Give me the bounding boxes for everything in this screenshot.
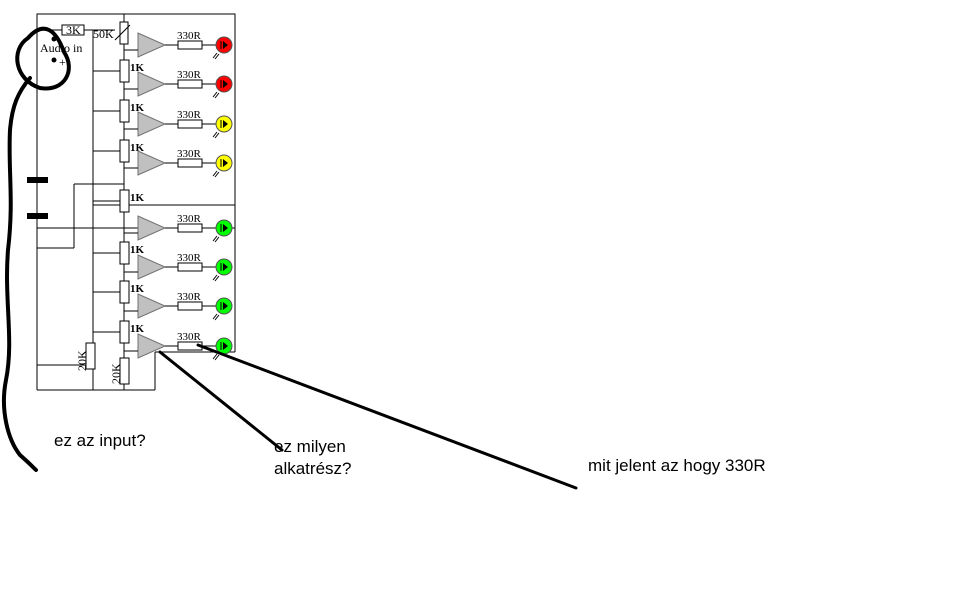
input-pointer-stroke — [1, 76, 38, 472]
input-highlight-circle — [15, 26, 71, 91]
led-light-ray — [214, 354, 220, 361]
led-resistor-label: 330R — [177, 148, 202, 160]
led-symbol-arrow — [223, 342, 228, 350]
divider-resistor-label: 1K — [130, 62, 145, 74]
led-resistor-label: 330R — [177, 30, 202, 42]
divider-resistor — [119, 139, 130, 163]
divider-resistor — [119, 189, 130, 213]
comparator — [137, 111, 167, 137]
divider-resistor-label: 1K — [130, 283, 145, 295]
bottom-resistor-a — [85, 342, 96, 370]
pot-label: 50K — [93, 27, 114, 41]
divider-resistor — [119, 241, 130, 265]
divider-resistor — [119, 280, 130, 304]
led-light-ray — [214, 236, 220, 243]
led-resistor-label: 330R — [177, 213, 202, 225]
resistor-pointer-stroke — [196, 343, 578, 490]
led-light-ray — [212, 353, 218, 360]
led-symbol-arrow — [223, 80, 228, 88]
led-symbol-arrow — [223, 224, 228, 232]
led-resistor-label: 330R — [177, 69, 202, 81]
pot-arrow — [114, 24, 131, 41]
comparator — [137, 333, 167, 359]
divider-resistor — [119, 320, 130, 344]
input-plus-label: + — [59, 55, 66, 69]
led-light-ray — [214, 171, 220, 178]
comparator-stages: 1K 1K 1K 1K 1K 1K 1K 330R 330R 330R 330R 330R 330R 33… — [93, 30, 233, 361]
led-resistor-label: 330R — [177, 331, 202, 343]
led-symbol-arrow — [223, 263, 228, 271]
led-light-ray — [214, 275, 220, 282]
led-light-ray — [214, 314, 220, 321]
led-resistor — [177, 262, 203, 272]
led-resistor — [177, 79, 203, 89]
led-resistor-label: 330R — [177, 109, 202, 121]
led-resistor — [177, 223, 203, 233]
led-light-ray — [212, 52, 218, 59]
component-question-note-line1: ez milyen — [274, 437, 346, 456]
potentiometer — [119, 21, 129, 45]
resistor-question-note: mit jelent az hogy 330R — [588, 456, 766, 475]
led-light-ray — [212, 274, 218, 281]
comparator — [137, 32, 167, 58]
led-symbol-arrow — [223, 159, 228, 167]
divider-resistor-label: 1K — [130, 102, 145, 114]
led-resistor — [177, 158, 203, 168]
led-light-ray — [212, 170, 218, 177]
divider-resistor-label: 1K — [130, 244, 145, 256]
led-light-ray — [212, 313, 218, 320]
comparator — [137, 150, 167, 176]
led-light-ray — [212, 91, 218, 98]
led-light-ray — [212, 235, 218, 242]
comparator — [137, 254, 167, 280]
led-symbol-arrow — [223, 302, 228, 310]
led-resistor — [177, 301, 203, 311]
input-jack-dot-bottom — [51, 57, 57, 63]
board-outline-upper — [36, 13, 236, 229]
divider-resistor-label: 1K — [130, 142, 145, 154]
led-light-ray — [214, 132, 220, 139]
led-resistor-label: 330R — [177, 252, 202, 264]
comparator — [137, 293, 167, 319]
led-symbol-arrow — [223, 120, 228, 128]
bottom-resistor-b-label: 20K — [109, 363, 123, 384]
led-light-ray — [214, 92, 220, 99]
comparator — [137, 215, 167, 241]
led-light-ray — [212, 131, 218, 138]
bottom-resistor-a-label: 20K — [75, 350, 89, 371]
divider-resistor — [119, 59, 130, 83]
divider-resistor-label: 1K — [130, 323, 145, 335]
divider-resistor — [119, 99, 130, 123]
component-pointer-stroke — [158, 350, 284, 452]
component-question-note-line2: alkatrész? — [274, 459, 352, 478]
led-resistor — [177, 119, 203, 129]
battery-plate-bottom — [27, 213, 48, 219]
divider-resistor-label: 1K — [130, 192, 145, 204]
led-light-ray — [214, 53, 220, 60]
input-resistor-label: 3K — [66, 23, 81, 37]
led-resistor — [177, 40, 203, 50]
battery-plate-top — [27, 177, 48, 183]
led-resistor-label: 330R — [177, 291, 202, 303]
led-symbol-arrow — [223, 41, 228, 49]
comparator — [137, 71, 167, 97]
input-question-note: ez az input? — [54, 431, 146, 450]
